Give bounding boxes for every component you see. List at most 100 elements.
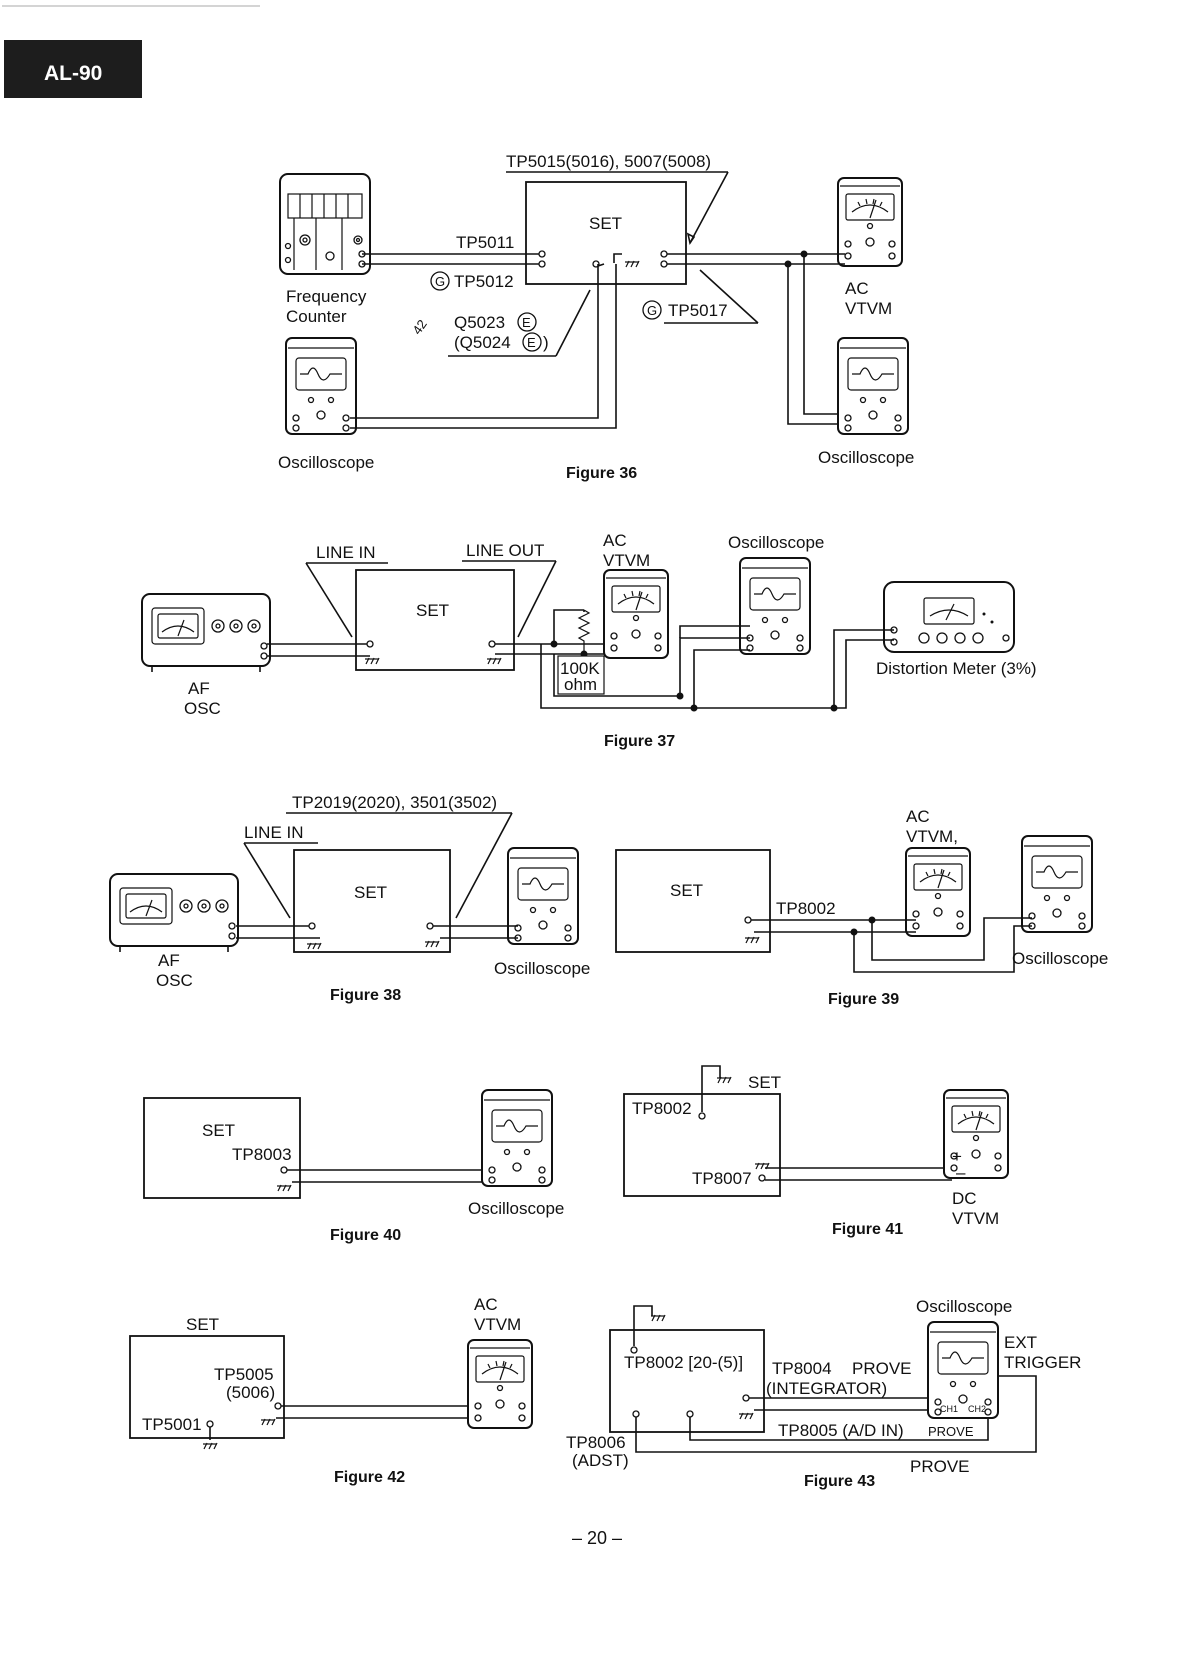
- tp8007-label: TP8007: [692, 1169, 752, 1188]
- tp8002-label: TP8002 [20-(5)]: [624, 1353, 743, 1372]
- ac-vtvm-icon: [467, 1339, 533, 1429]
- distortion-label: Distortion Meter (3%): [876, 659, 1037, 678]
- oscilloscope-icon: [927, 1321, 999, 1419]
- tp8002-label: TP8002: [632, 1099, 692, 1118]
- set-label: SET: [416, 601, 449, 620]
- ac-vtvm-icon: [837, 177, 903, 267]
- osc-right-label: Oscilloscope: [818, 448, 914, 467]
- af-label: AF: [188, 679, 210, 698]
- af-osc-icon: [141, 593, 271, 673]
- set-box: [355, 569, 515, 671]
- line-in-label: LINE IN: [316, 543, 376, 562]
- integrator-label: (INTEGRATOR): [766, 1379, 887, 1398]
- tp8005-label: TP8005 (A/D IN): [778, 1421, 904, 1440]
- vtvm-label: VTVM: [603, 551, 650, 570]
- set-label: SET: [748, 1073, 781, 1092]
- af-label: AF: [158, 951, 180, 970]
- set-label: SET: [589, 214, 622, 233]
- res-label-1: 100K: [560, 659, 600, 678]
- g-mark-right: G: [647, 303, 657, 318]
- tp5005-label: TP5005: [214, 1365, 274, 1384]
- oscilloscope-label: Oscilloscope: [728, 533, 824, 552]
- osc-left-label: Oscilloscope: [278, 453, 374, 472]
- tp5006-label: (5006): [226, 1383, 275, 1402]
- figure-40-caption: Figure 40: [330, 1227, 401, 1244]
- q5024-end: ): [543, 333, 549, 352]
- tp5017-label: TP5017: [668, 301, 728, 320]
- vtvm-label: VTVM,: [906, 827, 958, 846]
- oscilloscope-label: Oscilloscope: [1012, 949, 1108, 968]
- figure-42: SET TP5005 (5006) TP5001 AC VTVM Figure …: [129, 1295, 533, 1486]
- g-mark-left: G: [435, 274, 445, 289]
- prove-bottom-label: PROVE: [910, 1457, 970, 1476]
- plus-label: +: [952, 1147, 962, 1166]
- figure-40: SET TP8003 Oscilloscope Figure 40: [143, 1089, 564, 1244]
- tp-top-label: TP5015(5016), 5007(5008): [506, 152, 711, 171]
- set-label: SET: [670, 881, 703, 900]
- vtvm-label: VTVM: [474, 1315, 521, 1334]
- oscilloscope-icon: [481, 1089, 553, 1187]
- tp5001-label: TP5001: [142, 1415, 202, 1434]
- minus-label: –: [956, 1163, 966, 1182]
- figure-36-caption: Figure 36: [566, 465, 637, 482]
- figure-43: TP8002 [20-(5)] TP8004 PROVE (INTEGRATOR…: [566, 1297, 1081, 1490]
- figure-37: AF OSC SET LINE IN LINE OUT 100K ohm AC …: [141, 531, 1037, 750]
- tp-label: TP8002: [776, 899, 836, 918]
- oscilloscope-label: Oscilloscope: [916, 1297, 1012, 1316]
- tp8006-label: TP8006: [566, 1433, 626, 1452]
- vtvm-label: VTVM: [952, 1209, 999, 1228]
- e-mark-2: E: [527, 335, 536, 350]
- stray-mark: 42: [409, 317, 430, 337]
- frequency-counter-icon: [279, 173, 371, 275]
- freq-label-1: Frequency: [286, 287, 367, 306]
- page-number: – 20 –: [572, 1528, 622, 1548]
- figure-41-caption: Figure 41: [832, 1221, 903, 1238]
- oscilloscope-label: Oscilloscope: [494, 959, 590, 978]
- figure-38-caption: Figure 38: [330, 987, 401, 1004]
- set-box: [293, 849, 451, 953]
- figure-38: AF OSC SET TP2019(2020), 3501(3502) LINE…: [109, 793, 590, 1004]
- set-box: [525, 181, 687, 285]
- oscilloscope-right-icon: [837, 337, 909, 435]
- set-box: [129, 1335, 285, 1439]
- figure-43-caption: Figure 43: [804, 1473, 875, 1490]
- ac-vtvm-icon: [905, 847, 971, 937]
- line-out-label: LINE OUT: [466, 541, 544, 560]
- figure-41: SET TP8002 TP8007 + – DC VTVM Figure 41: [623, 1065, 1009, 1238]
- ac-label: AC: [603, 531, 627, 550]
- prove-label: PROVE: [852, 1359, 912, 1378]
- oscilloscope-icon: [1021, 835, 1093, 933]
- af-osc-icon: [109, 873, 239, 953]
- osc-label: OSC: [156, 971, 193, 990]
- ac-label: AC: [906, 807, 930, 826]
- prove-small-label: PROVE: [928, 1424, 974, 1439]
- figure-39-caption: Figure 39: [828, 991, 899, 1008]
- figure-37-caption: Figure 37: [604, 733, 675, 750]
- oscilloscope-icon: [507, 847, 579, 945]
- set-label: SET: [186, 1315, 219, 1334]
- distortion-meter-icon: [883, 581, 1015, 653]
- set-label: SET: [202, 1121, 235, 1140]
- freq-label-2: Counter: [286, 307, 347, 326]
- ch2-label: CH2: [968, 1404, 986, 1414]
- line-in-label: LINE IN: [244, 823, 304, 842]
- set-label: SET: [354, 883, 387, 902]
- figure-42-caption: Figure 42: [334, 1469, 405, 1486]
- ac-label: AC: [474, 1295, 498, 1314]
- oscilloscope-label: Oscilloscope: [468, 1199, 564, 1218]
- ext-label: EXT: [1004, 1333, 1037, 1352]
- res-label-2: ohm: [564, 675, 597, 694]
- figure-36: SET TP5015(5016), 5007(5008) Frequency C…: [278, 152, 914, 482]
- q5023-label: Q5023: [454, 313, 505, 332]
- tp5012-label: TP5012: [454, 272, 514, 291]
- vtvm-label: VTVM: [845, 299, 892, 318]
- header-badge-text: AL-90: [44, 62, 102, 85]
- tp8004-label: TP8004: [772, 1359, 832, 1378]
- set-box: [143, 1097, 301, 1199]
- osc-label: OSC: [184, 699, 221, 718]
- oscilloscope-left-icon: [285, 337, 357, 435]
- header-badge: [4, 40, 142, 98]
- e-mark-1: E: [522, 315, 531, 330]
- trigger-label: TRIGGER: [1004, 1353, 1081, 1372]
